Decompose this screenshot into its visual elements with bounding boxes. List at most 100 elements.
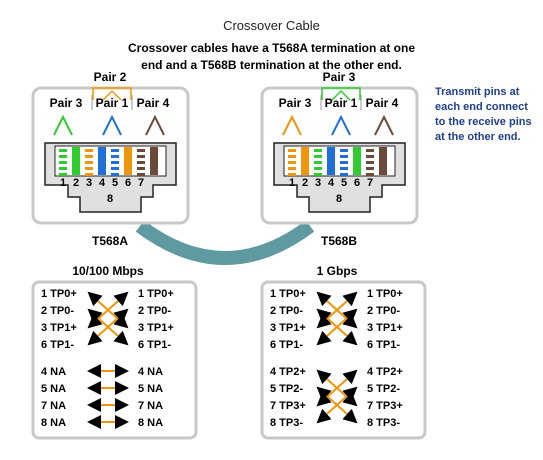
t568a-wire-stripe: [85, 167, 93, 170]
t568a-wire: [150, 147, 158, 175]
t568a-wire-stripe: [59, 173, 67, 176]
t568b-wire: [353, 147, 361, 175]
panel-right-cross-link: [316, 308, 358, 346]
panel-right-right-pin: 8 TP3-: [367, 417, 400, 429]
t568a-wire: [72, 147, 80, 175]
panel-left-right-pin: 1 TP0+: [138, 288, 174, 300]
panel-right-right-pin: 1 TP0+: [367, 288, 403, 300]
panel-right-right-pin: 5 TP2-: [367, 383, 400, 395]
t568a-wire-stripe: [85, 161, 93, 164]
t568b-top-chevron: [331, 89, 351, 101]
t568b-wire-stripe: [340, 155, 348, 158]
panel-right-title: 1 Gbps: [317, 264, 358, 278]
t568a-wire-stripe: [85, 149, 93, 152]
t568a-pin-label: 1: [60, 177, 66, 189]
t568a-wire-stripe: [59, 161, 67, 164]
t568b-pin-label: 3: [315, 177, 321, 189]
panel-left-right-pin: 8 NA: [138, 417, 163, 429]
page-title: Crossover Cable: [223, 18, 320, 33]
panel-left-frame: [31, 280, 198, 440]
t568a-wire-stripe: [111, 161, 119, 164]
panel-10-100-mbps: 10/100 Mbps 1 TP0+ 2 TP0- 3 TP1+ 6 TP1- 4 NA 5…: [31, 264, 198, 440]
t568b-pin-label: 5: [341, 177, 347, 189]
t568b-wire-stripe: [314, 161, 322, 164]
t568a-pair-chevron: [145, 114, 165, 136]
t568a-pair-chevron: [53, 114, 73, 136]
t568b-wire-stripe: [366, 149, 374, 152]
t568b-wire-stripe: [366, 155, 374, 158]
panel-right-left-pin: 8 TP3-: [270, 417, 303, 429]
t568b-pair-label: Pair 4: [366, 96, 399, 110]
t568a-wire-stripe: [137, 161, 145, 164]
t568b-pin-label: 2: [302, 177, 308, 189]
t568b-wire-stripe: [314, 173, 322, 176]
subtitle-line-1: Crossover cables have a T568A terminatio…: [128, 41, 415, 55]
t568b-wire-stripe: [288, 173, 296, 176]
panel-left-right-pin: 2 TP0-: [138, 305, 171, 317]
t568b-pin8-label: 8: [336, 193, 342, 205]
t568a-top-chevron: [102, 89, 122, 101]
panel-right-right-pin: 2 TP0-: [367, 305, 400, 317]
panel-left-left-pin: 6 TP1-: [41, 339, 74, 351]
transmit-note: Transmit pins at each end connect to the…: [435, 86, 532, 143]
subtitle: Crossover cables have a T568A terminatio…: [0, 40, 543, 74]
t568b-pair-label: Pair 1: [325, 96, 358, 110]
t568a-wire-stripe: [59, 167, 67, 170]
panel-right-left-pin: 1 TP0+: [270, 288, 306, 300]
t568a-wire-stripe: [85, 155, 93, 158]
t568a-wire: [98, 147, 106, 175]
t568a-label: T568A: [92, 234, 128, 248]
t568b-wire-stripe: [340, 167, 348, 170]
t568b-pair-top-label: Pair 3: [323, 70, 356, 84]
t568b-wire: [327, 147, 335, 175]
t568a-wire-stripe: [85, 173, 93, 176]
t568a-pin-label: 5: [112, 177, 118, 189]
panel-right-right-pin: 6 TP1-: [367, 339, 400, 351]
t568a-pair-label: Pair 4: [137, 96, 170, 110]
t568a-pin8-label: 8: [107, 193, 113, 205]
t568a-wire-stripe: [137, 149, 145, 152]
t568b-wire-stripe: [314, 167, 322, 170]
t568a-wire-stripe: [137, 155, 145, 158]
panel-left-left-pin: 8 NA: [41, 417, 66, 429]
panel-left-right-pin: 7 NA: [138, 400, 163, 412]
t568b-pin-label: 6: [354, 177, 360, 189]
panel-left-left-pin: 4 NA: [41, 366, 66, 378]
t568b-pair-chevron: [374, 114, 394, 136]
panel-left-right-pin: 3 TP1+: [138, 322, 174, 334]
t568a-pin-label: 3: [86, 177, 92, 189]
t568a-wire-stripe: [137, 167, 145, 170]
t568a-top-bracket: [92, 87, 132, 100]
panel-left-right-pin: 4 NA: [138, 366, 163, 378]
panel-left-right-pin: 5 NA: [138, 383, 163, 395]
cable-arc: [135, 220, 315, 265]
t568b-wire-stripe: [340, 149, 348, 152]
t568b-wire-stripe: [314, 149, 322, 152]
t568b-wire-stripe: [288, 149, 296, 152]
t568b-wire-stripe: [288, 161, 296, 164]
t568b-wire-stripe: [340, 161, 348, 164]
t568a-pin-label: 6: [125, 177, 131, 189]
t568a-pin-label: 2: [73, 177, 79, 189]
t568a-pair-label: Pair 1: [96, 96, 129, 110]
panel-left-title: 10/100 Mbps: [72, 264, 144, 278]
t568b-wire-stripe: [340, 173, 348, 176]
t568a-wire-stripe: [111, 173, 119, 176]
panel-right-right-pin: 7 TP3+: [367, 400, 403, 412]
t568b-pin-label: 7: [367, 177, 373, 189]
t568b-wire-stripe: [288, 167, 296, 170]
panel-right-left-pin: 6 TP1-: [270, 339, 303, 351]
t568b-pin-label: 1: [289, 177, 295, 189]
panel-right-cross-link: [316, 386, 358, 424]
t568b-pair-chevron: [282, 114, 302, 136]
t568a-pair-chevron: [102, 114, 122, 136]
t568a-wire-stripe: [59, 155, 67, 158]
t568a-wire-stripe: [59, 149, 67, 152]
panel-right-right-pin: 4 TP2+: [367, 366, 403, 378]
panel-left-right-pin: 6 TP1-: [138, 339, 171, 351]
panel-left-left-pin: 3 TP1+: [41, 322, 77, 334]
panel-left-left-pin: 1 TP0+: [41, 288, 77, 300]
